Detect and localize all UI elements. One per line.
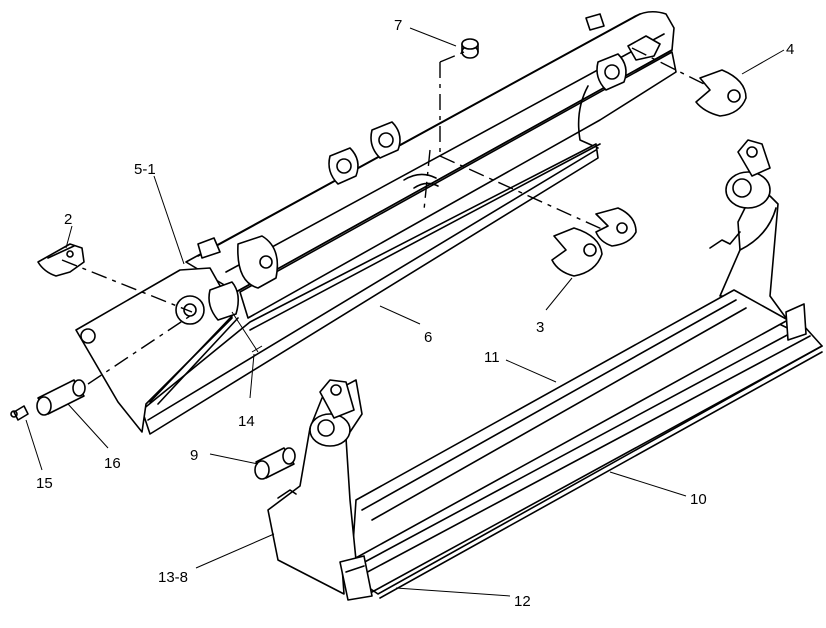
blade-part-6 bbox=[249, 143, 601, 331]
fitting-part-15 bbox=[10, 405, 29, 421]
callout-16: 16 bbox=[104, 455, 121, 472]
callout-12: 12 bbox=[514, 593, 531, 610]
callout-15: 15 bbox=[36, 475, 53, 492]
callout-6: 6 bbox=[424, 329, 432, 346]
pin-part-16 bbox=[36, 379, 86, 416]
callout-3: 3 bbox=[536, 319, 544, 336]
callout-4: 4 bbox=[786, 41, 794, 58]
latch-part-3 bbox=[551, 207, 637, 277]
bushing-part-9 bbox=[254, 447, 296, 480]
callout-10: 10 bbox=[690, 491, 707, 508]
bucket-assembly bbox=[267, 139, 823, 601]
callout-2: 2 bbox=[64, 211, 72, 228]
callout-14: 14 bbox=[238, 413, 255, 430]
callout-labels: 7 4 5-1 2 6 3 14 11 9 16 15 10 13-8 12 bbox=[36, 17, 794, 610]
clip-part-2 bbox=[37, 243, 85, 277]
assembly-centerlines bbox=[61, 47, 709, 385]
latch-part-4 bbox=[695, 69, 747, 117]
callout-5-1: 5-1 bbox=[134, 161, 156, 178]
callout-9: 9 bbox=[190, 447, 198, 464]
callout-13-8: 13-8 bbox=[158, 569, 188, 586]
callout-7: 7 bbox=[394, 17, 402, 34]
leader-lines bbox=[25, 27, 785, 597]
bushing-part-7 bbox=[461, 38, 479, 59]
callout-11: 11 bbox=[484, 349, 500, 366]
upper-frame-part-5-1 bbox=[75, 10, 677, 435]
